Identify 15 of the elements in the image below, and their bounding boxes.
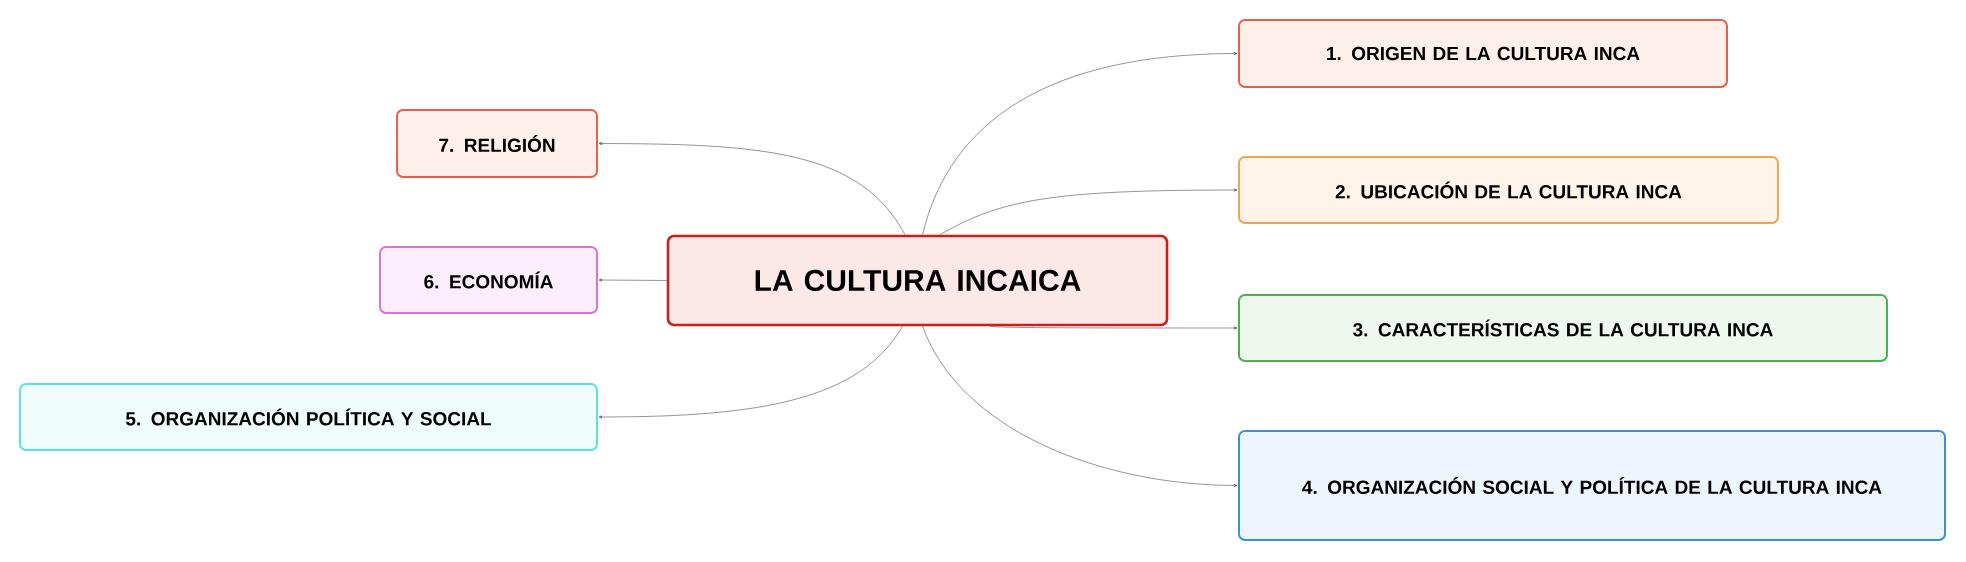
topic-box: 2. UBICACIÓN DE LA CULTURA INCA: [1238, 156, 1779, 224]
connector-arrow: [598, 141, 906, 236]
topic-box: 3. CARACTERÍSTICAS DE LA CULTURA INCA: [1238, 294, 1888, 362]
central-topic-box: LA CULTURA INCAICA: [666, 234, 1169, 327]
connector-arrow: [922, 325, 1238, 488]
topic-box: 1. ORIGEN DE LA CULTURA INCA: [1238, 19, 1728, 88]
topic-box: 5. ORGANIZACIÓN POLÍTICA Y SOCIAL: [19, 383, 598, 451]
connector-arrow: [598, 325, 903, 419]
connector-arrow: [922, 51, 1238, 236]
connector-arrow: [989, 325, 1238, 330]
topic-box: 7. RELIGIÓN: [396, 109, 598, 178]
connector-arrow: [939, 188, 1238, 236]
topic-box: 6. ECONOMÍA: [379, 246, 598, 314]
connector-arrow: [598, 278, 668, 282]
topic-box: 4. ORGANIZACIÓN SOCIAL Y POLÍTICA DE LA CULTURA INCA: [1238, 430, 1946, 541]
